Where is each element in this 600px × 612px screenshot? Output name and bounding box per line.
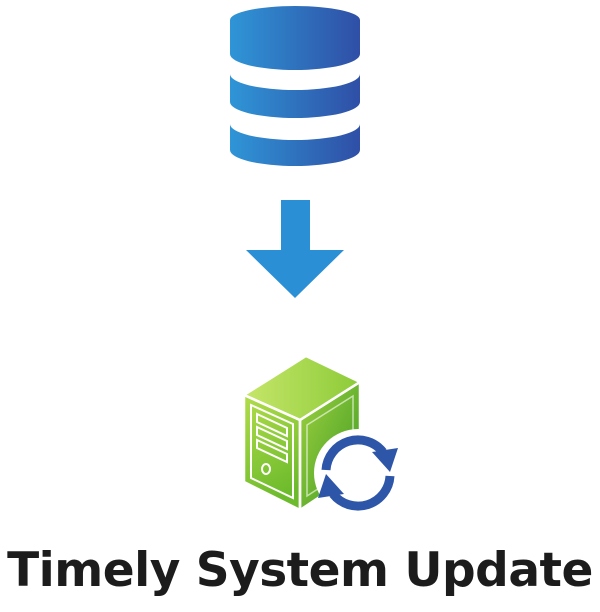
diagram-graphics xyxy=(230,6,402,517)
caption-title: Timely System Update xyxy=(7,543,593,598)
refresh-icon xyxy=(314,429,402,517)
arrow-down-icon xyxy=(246,200,344,298)
database-icon xyxy=(230,6,360,166)
